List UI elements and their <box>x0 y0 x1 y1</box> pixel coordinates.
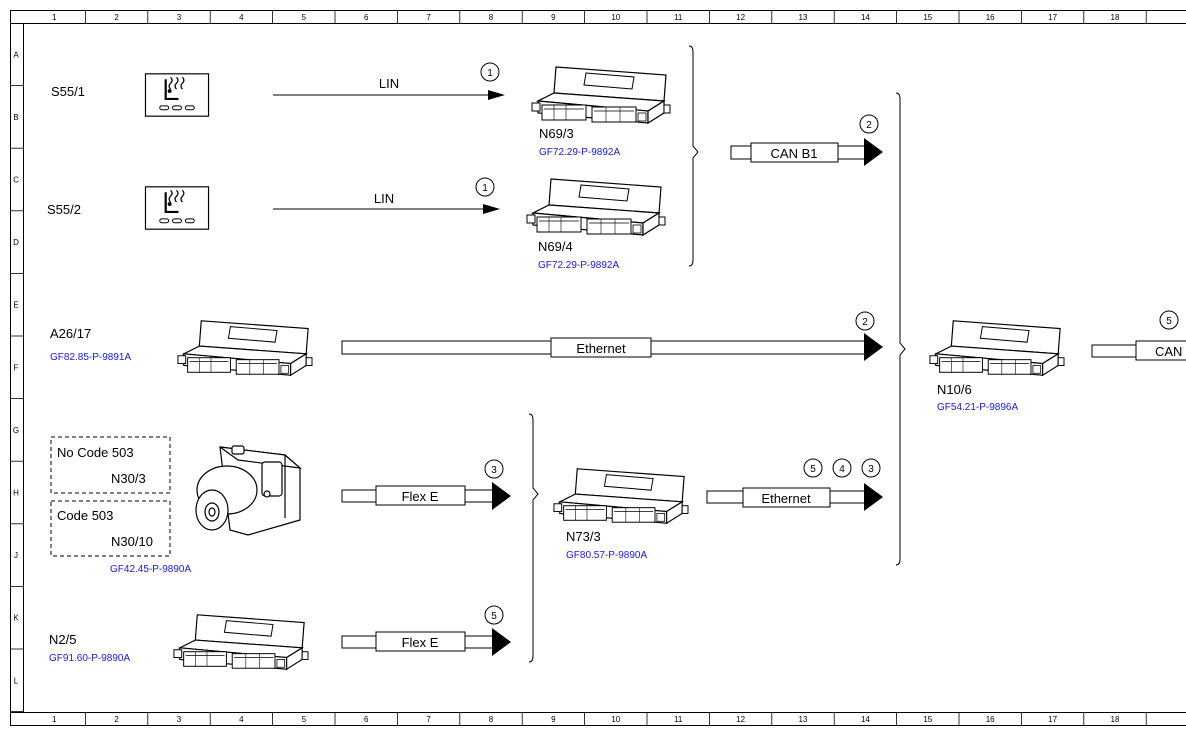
seat-heater-switch-icon <box>145 74 208 116</box>
ethernet-n73-label: Ethernet <box>761 491 811 506</box>
n69-4-label: N69/4 <box>538 239 573 254</box>
n69-4-ecu-icon <box>527 179 665 235</box>
lin-line-1 <box>273 90 505 100</box>
grid-row-label: J <box>14 551 18 560</box>
grid-column-label: 7 <box>426 715 431 724</box>
grid-column-label: 6 <box>364 715 369 724</box>
s55-2-label: S55/2 <box>47 202 81 217</box>
n2-5-ecu-icon <box>174 615 308 669</box>
grid-row-label: D <box>13 238 19 247</box>
flex-e-n30-marker: 3 <box>491 465 497 476</box>
grid-column-label: 10 <box>611 715 620 724</box>
grid-row-label: L <box>14 676 19 685</box>
grid-column-label: 10 <box>611 13 620 22</box>
grid-row-labels: A B C D E F G H J K L <box>10 50 23 711</box>
n69-3-ecu-icon <box>532 67 670 123</box>
grid-column-label: 8 <box>489 13 494 22</box>
a26-17-label: A26/17 <box>50 326 91 341</box>
flex-e-n2-marker: 5 <box>491 611 497 622</box>
grid-column-label: 12 <box>736 715 745 724</box>
grid-column-label: 16 <box>986 13 995 22</box>
can-b1-label: CAN B1 <box>771 146 818 161</box>
grid-column-label: 12 <box>736 13 745 22</box>
grid-row-label: G <box>13 426 19 435</box>
grid-column-label: 17 <box>1048 13 1057 22</box>
n10-6-ref-link[interactable]: GF54.21-P-9896A <box>937 402 1018 413</box>
can-out-marker: 5 <box>1166 316 1172 327</box>
grid-row-label: A <box>13 50 19 59</box>
grid-column-label: 14 <box>861 13 870 22</box>
lin-2-label: LIN <box>374 191 394 206</box>
grid-column-label: 4 <box>239 13 244 22</box>
group-brace <box>896 93 905 565</box>
group-brace <box>689 46 698 266</box>
n73-3-ecu-icon <box>554 469 688 523</box>
grid-column-label: 9 <box>551 715 556 724</box>
grid-column-label: 15 <box>923 13 932 22</box>
n69-3-label: N69/3 <box>539 126 574 141</box>
flex-e-n2-label: Flex E <box>402 635 439 650</box>
n69-3-ref-link[interactable]: GF72.29-P-9892A <box>539 147 620 158</box>
grid-column-label: 16 <box>986 715 995 724</box>
grid-column-label: 1 <box>52 715 57 724</box>
esp-hydraulic-unit-icon <box>196 446 300 535</box>
n2-5-label: N2/5 <box>49 632 76 647</box>
grid-column-label: 7 <box>426 13 431 22</box>
can-b1-marker: 2 <box>866 120 872 131</box>
grid-column-label: 11 <box>674 715 683 724</box>
grid-column-label: 13 <box>799 13 808 22</box>
grid-column-label: 3 <box>177 715 182 724</box>
a26-17-ecu-icon <box>178 321 312 375</box>
grid-column-label: 2 <box>114 13 119 22</box>
n73-3-ref-link[interactable]: GF80.57-P-9890A <box>566 550 647 561</box>
n10-6-label: N10/6 <box>937 382 972 397</box>
s55-1-label: S55/1 <box>51 84 85 99</box>
grid-column-label: 18 <box>1111 13 1120 22</box>
ethernet-n73-marker-1: 5 <box>810 464 816 475</box>
n30-3-label: N30/3 <box>111 471 146 486</box>
can-out-label: CAN <box>1155 344 1182 359</box>
lin-1-marker: 1 <box>487 68 493 79</box>
seat-heater-switch-icon <box>145 187 208 229</box>
grid-row-label: E <box>13 301 18 310</box>
n69-4-ref-link[interactable]: GF72.29-P-9892A <box>538 260 619 271</box>
n2-5-ref-link[interactable]: GF91.60-P-9890A <box>49 653 130 664</box>
n30-ref-link[interactable]: GF42.45-P-9890A <box>110 564 191 575</box>
n30-variant-a-code: No Code 503 <box>57 445 134 460</box>
grid-row-label: K <box>13 614 19 623</box>
a26-17-ref-link[interactable]: GF82.85-P-9891A <box>50 352 131 363</box>
grid-column-label: 8 <box>489 715 494 724</box>
grid-column-label: 5 <box>302 13 307 22</box>
n30-10-label: N30/10 <box>111 534 153 549</box>
grid-row-label: H <box>13 489 19 498</box>
grid-column-label: 9 <box>551 13 556 22</box>
n30-variant-b-code: Code 503 <box>57 508 113 523</box>
grid-column-label: 17 <box>1048 715 1057 724</box>
group-brace <box>529 414 538 662</box>
n10-6-ecu-icon <box>930 321 1064 375</box>
grid-column-label: 14 <box>861 715 870 724</box>
flex-e-n30-label: Flex E <box>402 489 439 504</box>
lin-1-label: LIN <box>379 76 399 91</box>
grid-column-label: 3 <box>177 13 182 22</box>
grid-column-label: 6 <box>364 13 369 22</box>
ethernet-n73-marker-2: 4 <box>839 464 845 475</box>
ethernet-a26-label: Ethernet <box>576 341 626 356</box>
grid-row-label: B <box>13 113 18 122</box>
lin-2-marker: 1 <box>482 183 488 194</box>
grid-column-label: 5 <box>302 715 307 724</box>
grid-column-label: 13 <box>799 715 808 724</box>
n73-3-label: N73/3 <box>566 529 601 544</box>
grid-column-label: 1 <box>52 13 57 22</box>
ethernet-n73-marker-3: 3 <box>868 464 874 475</box>
grid-column-label: 2 <box>114 715 119 724</box>
grid-column-label: 11 <box>674 13 683 22</box>
grid-column-label: 18 <box>1111 715 1120 724</box>
grid-column-label: 4 <box>239 715 244 724</box>
grid-row-label: F <box>14 363 19 372</box>
grid-row-label: C <box>13 176 19 185</box>
ethernet-a26-marker: 2 <box>862 317 868 328</box>
grid-column-label: 15 <box>923 715 932 724</box>
